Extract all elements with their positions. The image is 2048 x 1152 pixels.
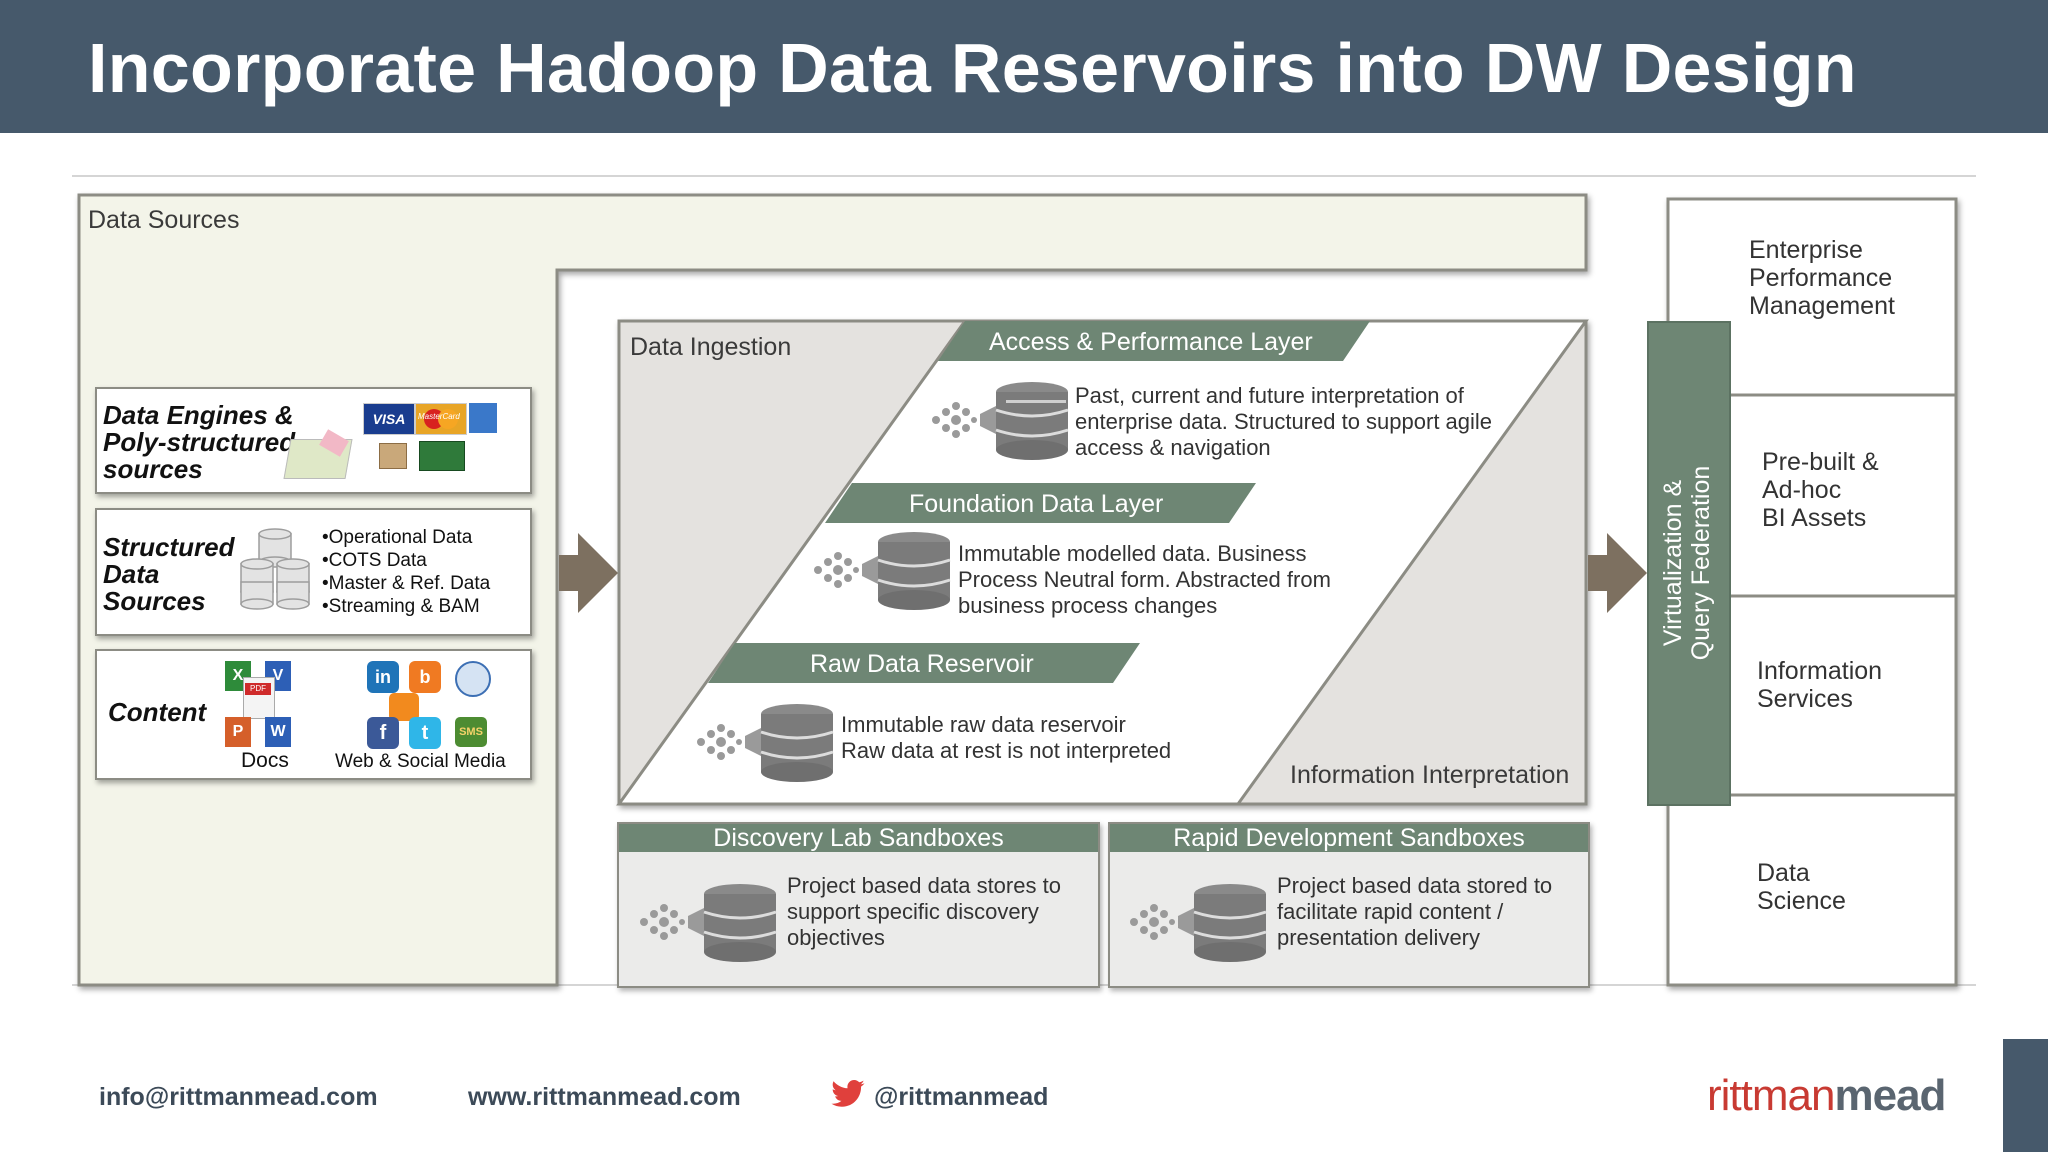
social-media-icon: in b f t SMS [367,657,491,749]
data-engines-title: Data Engines & Poly-structured sources [103,400,296,484]
consumer-bi-assets: Pre-built & Ad-hoc BI Assets [1762,448,1879,532]
box-icon [379,443,407,469]
credit-card-icon: MasterCard [415,403,467,435]
rapid-dev-sandbox-box: Rapid Development Sandboxes Project base… [1108,822,1590,988]
credit-card-icon: VISA [363,403,415,435]
rittmanmead-logo: rittmanmead [1707,1071,1946,1120]
page-title: Incorporate Hadoop Data Reservoirs into … [88,29,1857,107]
layers-parallelogram [616,319,1589,806]
footer-email[interactable]: info@rittmanmead.com [99,1083,378,1111]
consumer-data-science: Data Science [1757,859,1846,915]
data-sources-label: Data Sources [88,206,240,234]
discovery-sandbox-box: Discovery Lab Sandboxes Project based da… [617,822,1100,988]
data-engines-box: Data Engines & Poly-structured sources V… [95,387,532,494]
document-icon: X V PDF P W [225,659,305,747]
access-layer-band [938,321,1370,361]
virtualization-bar [1647,321,1731,806]
database-icon [814,532,951,610]
raw-reservoir-band [708,643,1140,683]
database-icon [697,704,834,782]
content-box: Content X V PDF P W in b f t SMS Docs We… [95,649,532,780]
divider-top [72,175,1976,177]
arrow-right-icon [559,533,618,613]
footer-website[interactable]: www.rittmanmead.com [468,1083,741,1111]
footer-twitter[interactable]: @rittmanmead [874,1083,1049,1111]
raw-reservoir-title: Raw Data Reservoir [810,650,1034,678]
docs-label: Docs [241,749,289,772]
discovery-sandbox-desc: Project based data stores to support spe… [787,873,1061,950]
twitter-icon [831,1080,865,1107]
raw-reservoir-desc: Immutable raw data reservoir Raw data at… [841,712,1172,763]
access-layer-title: Access & Performance Layer [989,328,1313,356]
structured-data-box: Structured Data Sources •Operational Dat… [95,508,532,636]
arrow-right-icon [1588,533,1647,613]
content-title: Content [108,697,207,727]
title-bar [0,0,2048,133]
web-social-label: Web & Social Media [335,751,506,772]
database-icon [240,528,310,610]
foundation-layer-title: Foundation Data Layer [909,490,1164,518]
chip-icon [419,441,465,471]
rapid-dev-sandbox-title: Rapid Development Sandboxes [1110,824,1588,852]
corner-accent [2003,1039,2048,1152]
structured-data-title: Structured Data Sources [103,532,235,616]
consumer-information-services: Information Services [1757,657,1883,713]
access-layer-desc: Past, current and future interpretation … [1075,383,1493,460]
data-ingestion-label: Data Ingestion [630,333,792,361]
foundation-layer-band [825,483,1256,523]
database-icon [932,382,1069,460]
information-interpretation-label: Information Interpretation [1290,761,1570,789]
structured-data-list: •Operational Data •COTS Data •Master & R… [322,527,491,617]
credit-card-icon [469,403,497,433]
rapid-dev-sandbox-desc: Project based data stored to facilitate … [1277,873,1553,950]
foundation-layer-desc: Immutable modelled data. Business Proces… [958,541,1331,618]
discovery-sandbox-title: Discovery Lab Sandboxes [619,824,1098,852]
consumer-epm: Enterprise Performance Management [1749,236,1895,320]
